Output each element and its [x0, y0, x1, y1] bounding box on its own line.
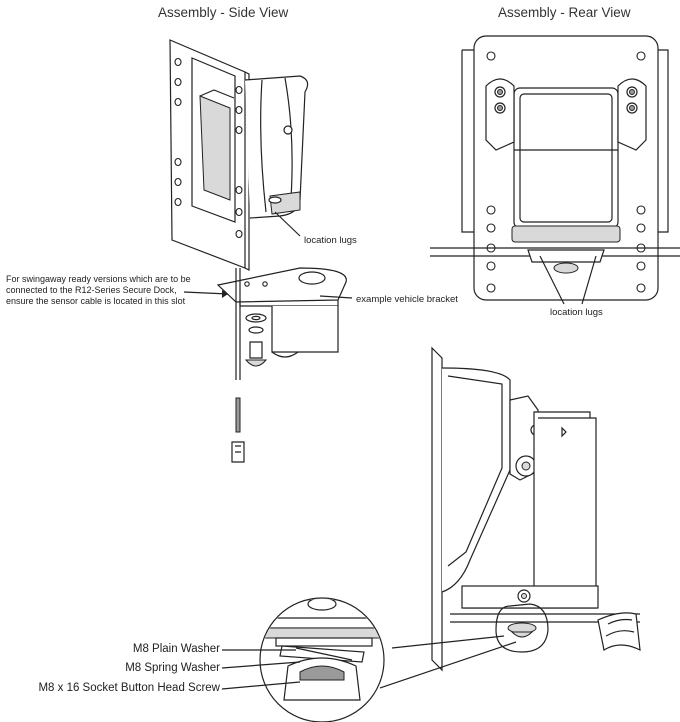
rear-left-hinge: [485, 78, 515, 151]
side-view-assembly: [169, 39, 353, 463]
side-view-title: Assembly - Side View: [158, 5, 289, 20]
vehicle-bracket-label: example vehicle bracket: [356, 294, 458, 305]
screw-label: M8 x 16 Socket Button Head Screw: [38, 682, 220, 694]
plain-washer-label: M8 Plain Washer: [132, 643, 220, 655]
spring-washer-label: M8 Spring Washer: [125, 662, 220, 674]
rear-right-hinge: [617, 78, 647, 151]
side-profile-assembly: [431, 346, 641, 672]
rear-view-assembly: [430, 35, 680, 305]
location-lugs-rear-label: location lugs: [550, 307, 603, 318]
sensor-cable-note: For swingaway ready versions which are t…: [6, 274, 191, 306]
side-plate-holes: [174, 57, 243, 239]
location-lugs-side-label: location lugs: [304, 235, 357, 246]
side-spring-washer: [248, 326, 264, 334]
rear-view-title: Assembly - Rear View: [498, 5, 631, 20]
zoom-plain-washer: [275, 637, 373, 647]
side-screw-head: [244, 359, 268, 367]
zoom-detail-circle: [221, 597, 549, 722]
side-screw-shank: [249, 341, 263, 359]
